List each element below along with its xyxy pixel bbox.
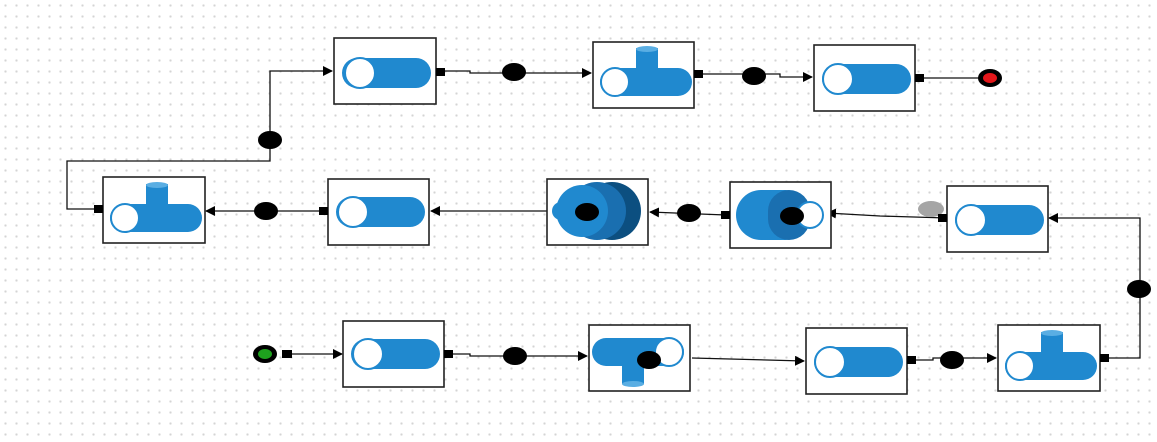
joint-dot[interactable] [258, 131, 282, 149]
port [319, 207, 328, 215]
pipe-knob [352, 338, 384, 370]
joint-dot[interactable] [254, 202, 278, 220]
node-pipe[interactable] [813, 44, 924, 112]
end-terminal[interactable] [978, 69, 1002, 87]
port [938, 214, 947, 222]
joint-dot[interactable] [677, 204, 701, 222]
start-terminal-fill [258, 349, 272, 359]
connector-row3-1-2[interactable] [452, 351, 588, 361]
node-tee-up[interactable] [997, 324, 1109, 392]
node-pipe[interactable] [938, 185, 1049, 253]
tee-stem-bottom [622, 381, 644, 387]
end-terminal-fill [983, 73, 997, 83]
tee-knob [600, 67, 630, 97]
port [282, 350, 292, 358]
pipe-knob [822, 63, 854, 95]
node-cap[interactable] [721, 181, 832, 249]
tee-knob [110, 203, 140, 233]
tee-stem-top [1041, 330, 1063, 336]
node-pipe[interactable] [319, 178, 430, 246]
port [694, 70, 703, 78]
joint-dot[interactable] [503, 347, 527, 365]
node-double-cap[interactable] [546, 178, 649, 246]
tee-knob [654, 337, 684, 367]
port [915, 74, 924, 82]
connector-row3-2-3[interactable] [691, 355, 805, 366]
tee-stem [1041, 332, 1063, 362]
port [444, 350, 453, 358]
tee-knob [1005, 351, 1035, 381]
port [1100, 354, 1109, 362]
pipe-knob [814, 346, 846, 378]
node-pipe[interactable] [342, 320, 453, 388]
joint-dot[interactable] [780, 207, 804, 225]
tee-stem-top [636, 46, 658, 52]
joint-dot-pending[interactable] [918, 201, 944, 217]
joints [254, 63, 1151, 369]
pipe-knob [344, 57, 376, 89]
joint-dot[interactable] [637, 351, 661, 369]
connector-row3-3-4[interactable] [914, 353, 997, 363]
node-tee-up[interactable] [592, 41, 703, 109]
connector-row1-1-2[interactable] [441, 68, 592, 78]
port [94, 205, 103, 213]
connector-row2-to-row1[interactable] [66, 66, 333, 210]
joint-dot[interactable] [742, 67, 766, 85]
connector-row1-2-3[interactable] [701, 72, 813, 82]
port [721, 211, 730, 219]
tee-stem [146, 184, 168, 214]
node-tee-down[interactable] [588, 324, 691, 392]
connector-row2-5-4[interactable] [826, 208, 948, 219]
pipe-knob [337, 196, 369, 228]
start-terminal[interactable] [253, 345, 292, 363]
pipe-knob [955, 204, 987, 236]
node-tee-up[interactable] [94, 176, 206, 244]
joint-dot[interactable] [1127, 280, 1151, 298]
joint-dot[interactable] [502, 63, 526, 81]
tee-stem [636, 48, 658, 78]
port [907, 356, 916, 364]
port [436, 68, 445, 76]
joint-dot[interactable] [940, 351, 964, 369]
node-pipe[interactable] [333, 37, 445, 105]
node-pipe[interactable] [805, 327, 916, 395]
joint-dot[interactable] [575, 203, 599, 221]
tee-stem-top [146, 182, 168, 188]
